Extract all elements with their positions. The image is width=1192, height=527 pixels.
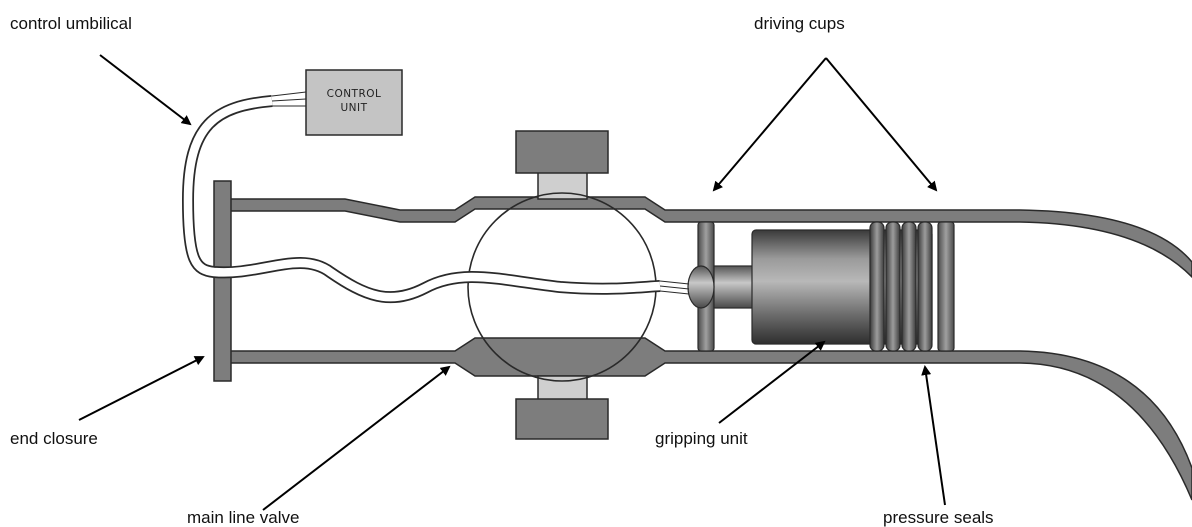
label-pressure-seals: pressure seals <box>883 508 994 527</box>
gripping-shaft <box>713 265 757 309</box>
end-closure-plate <box>213 180 232 382</box>
label-gripping-unit: gripping unit <box>655 429 748 448</box>
arrow-pressure-seals <box>921 365 946 506</box>
umbilical-wires-bottom <box>659 280 690 295</box>
pressure-seal-ring-4 <box>917 221 933 352</box>
arrow-main-line-valve <box>262 365 451 511</box>
label-control-umbilical: control umbilical <box>10 14 132 33</box>
control-unit-line2: UNIT <box>340 102 367 114</box>
umbilical-wires-top <box>271 91 307 107</box>
pipe-bottom-wall <box>229 337 1192 501</box>
label-main-line-valve: main line valve <box>187 508 300 527</box>
label-driving-cups: driving cups <box>754 14 845 33</box>
shaft-nose <box>687 265 715 309</box>
arrow-driving-cups-right <box>825 57 938 192</box>
driving-cup-rear <box>937 221 955 352</box>
pressure-seal-ring-1 <box>869 221 885 352</box>
control-unit-box <box>305 69 403 136</box>
arrow-control-umbilical <box>99 54 192 126</box>
label-end-closure: end closure <box>10 429 98 448</box>
pipe-top-wall <box>229 196 1192 279</box>
control-umbilical-cable <box>183 96 661 302</box>
pressure-seal-ring-2 <box>885 221 901 352</box>
valve-handle-top <box>515 130 609 174</box>
arrow-gripping-unit <box>718 340 826 424</box>
valve-handle-bottom <box>515 398 609 440</box>
arrow-driving-cups-left <box>712 57 827 192</box>
pressure-seal-ring-3 <box>901 221 917 352</box>
arrow-end-closure <box>78 356 205 421</box>
control-unit-line1: CONTROL <box>327 88 382 100</box>
